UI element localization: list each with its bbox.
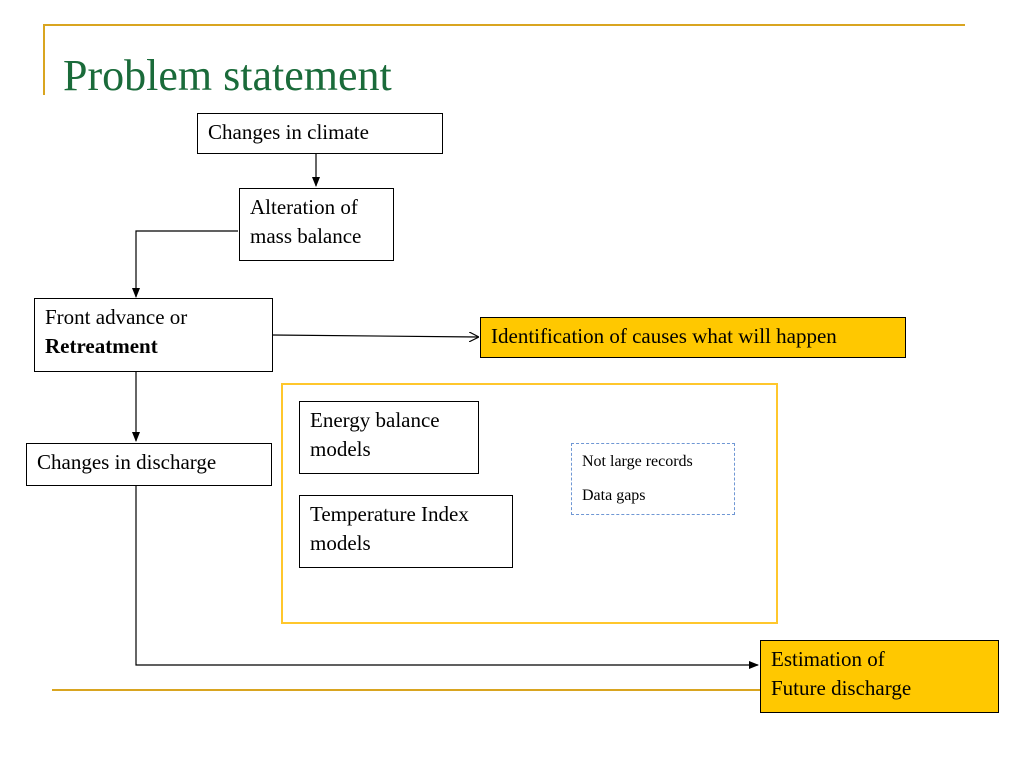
slide-title: Problem statement (63, 51, 392, 100)
top-rule (43, 24, 965, 26)
node-alteration-line1: Alteration of (250, 195, 358, 219)
node-energy-line2: models (310, 437, 371, 461)
node-identification-label: Identification of causes what will happe… (491, 324, 837, 348)
node-estimation-line1: Estimation of (771, 647, 885, 671)
node-front-advance-or-retreatment: Front advance or Retreatment (34, 298, 273, 372)
node-alteration-line2: mass balance (250, 224, 362, 248)
node-front-line2: Retreatment (45, 334, 158, 358)
node-changes-in-discharge-label: Changes in discharge (37, 450, 217, 474)
node-temperature-line1: Temperature Index (310, 502, 469, 526)
arrow-alteration-to-front (132, 230, 238, 298)
node-front-line1: Front advance or (45, 305, 188, 329)
node-changes-in-climate: Changes in climate (197, 113, 443, 154)
note-line1: Not large records (582, 453, 693, 470)
node-changes-in-climate-label: Changes in climate (208, 120, 369, 144)
node-energy-balance-models: Energy balance models (299, 401, 479, 474)
bottom-rule (52, 689, 762, 691)
node-temperature-line2: models (310, 531, 371, 555)
left-accent-rule (43, 25, 45, 95)
data-limitations-note: Not large records Data gaps (571, 443, 735, 515)
node-temperature-index-models: Temperature Index models (299, 495, 513, 568)
node-alteration-of-mass-balance: Alteration of mass balance (239, 188, 394, 261)
note-line2: Data gaps (582, 487, 646, 504)
models-group-frame (281, 383, 778, 624)
arrow-front-to-identification (271, 335, 478, 337)
node-identification-of-causes: Identification of causes what will happe… (480, 317, 906, 358)
node-estimation-of-future-discharge: Estimation of Future discharge (760, 640, 999, 713)
node-estimation-line2: Future discharge (771, 676, 912, 700)
node-changes-in-discharge: Changes in discharge (26, 443, 272, 486)
arrow-discharge-to-estimation (135, 486, 759, 669)
node-energy-line1: Energy balance (310, 408, 440, 432)
